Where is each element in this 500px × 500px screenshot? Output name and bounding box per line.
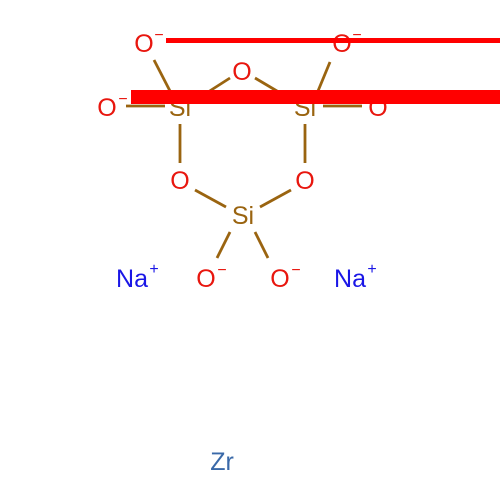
sodium-cation-left-charge: + <box>149 261 158 278</box>
bond-si3-o-bridge-left <box>194 188 227 209</box>
red-overlay-bar-bottom <box>131 90 500 104</box>
sodium-cation-right-charge: + <box>367 261 376 278</box>
oxygen-anion-bottom-right-charge: − <box>291 262 300 279</box>
sodium-cation-left: Na <box>116 265 148 293</box>
bond-si1-o-top <box>152 59 172 92</box>
oxygen-anion-top-right-charge: − <box>352 27 361 44</box>
bond-si2-o-top <box>316 61 332 92</box>
red-overlay-bar-top <box>166 38 500 43</box>
oxygen-anion-left-charge: − <box>118 91 127 108</box>
zirconium-atom: Zr <box>210 448 234 476</box>
oxygen-anion-left: O <box>97 94 116 122</box>
oxygen-atom-bridge-top: O <box>232 58 251 86</box>
oxygen-atom-bridge-left: O <box>170 167 189 195</box>
oxygen-anion-top-right: O <box>332 30 351 58</box>
bond-si3-o-bridge-right <box>259 188 292 209</box>
oxygen-anion-bottom-left: O <box>196 265 215 293</box>
oxygen-anion-bottom-left-charge: − <box>217 262 226 279</box>
oxygen-anion-top-left-charge: − <box>154 27 163 44</box>
bond-si3-o-bottom-left <box>215 231 232 259</box>
oxygen-anion-top-left: O <box>134 30 153 58</box>
bond-si3-o-bottom-right <box>253 231 270 259</box>
sodium-cation-right: Na <box>334 265 366 293</box>
oxygen-anion-bottom-right: O <box>270 265 289 293</box>
silicon-atom-bottom: Si <box>232 202 254 230</box>
oxygen-atom-bridge-right: O <box>295 167 314 195</box>
